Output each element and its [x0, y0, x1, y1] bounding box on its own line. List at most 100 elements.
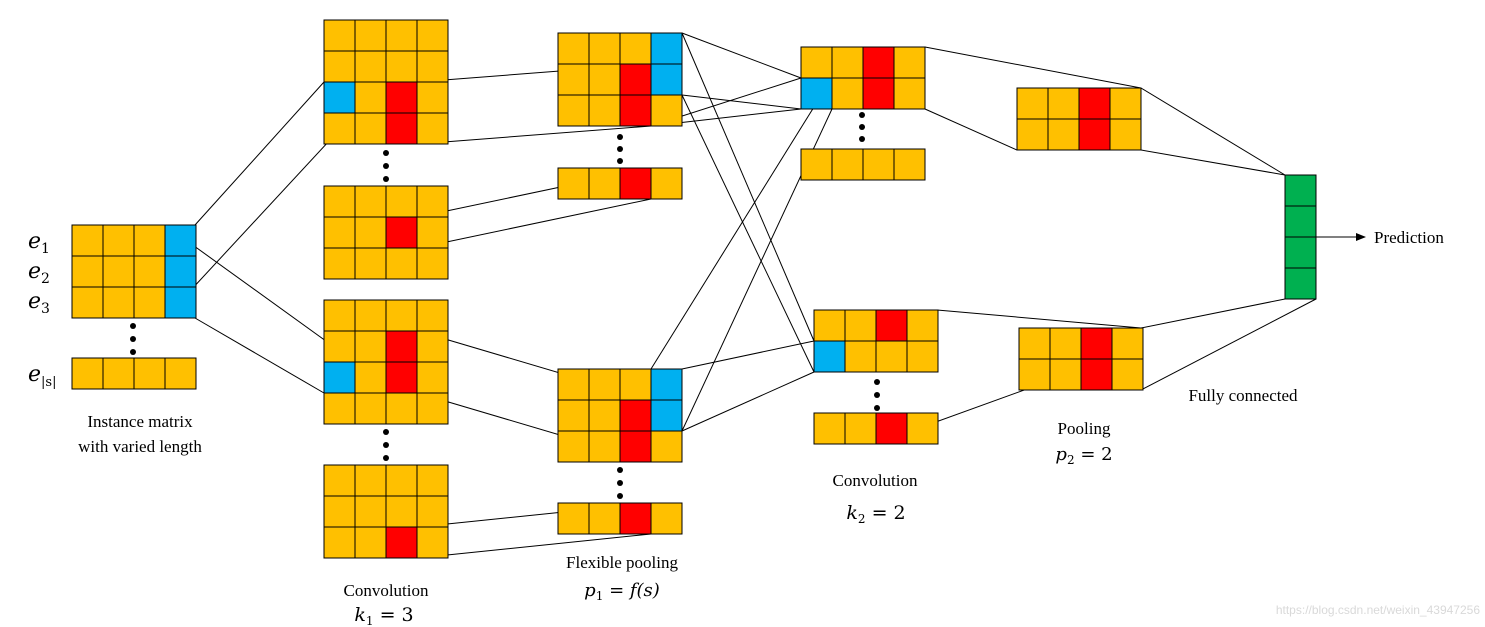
feature-map-grids [71, 19, 1317, 559]
cell [650, 430, 683, 463]
cell [354, 112, 387, 145]
flex-bottom-dot [617, 480, 623, 486]
cell [893, 46, 926, 79]
cell [385, 247, 418, 280]
cell [862, 46, 895, 79]
cell [354, 216, 387, 249]
flex-pool-bottom-map [557, 368, 683, 463]
cell [385, 50, 418, 83]
cell [875, 412, 908, 445]
cell [164, 255, 197, 288]
cell [650, 94, 683, 127]
cell [133, 224, 166, 257]
cell [862, 148, 895, 181]
conv1-top-tail [323, 185, 449, 280]
cell [1018, 358, 1051, 391]
cell [385, 330, 418, 363]
conv2-bottom-map [813, 309, 939, 373]
conv2-top-map [800, 46, 926, 110]
cell [71, 357, 104, 390]
cell [354, 185, 387, 218]
cell [323, 81, 356, 114]
cell [1018, 327, 1051, 360]
cell [323, 216, 356, 249]
cell [354, 361, 387, 394]
cell [1109, 87, 1142, 120]
conv1-bottom-tail [323, 464, 449, 559]
cell [102, 255, 135, 288]
cell [588, 63, 621, 96]
cell [619, 502, 652, 535]
connector-line [681, 371, 815, 432]
flex-pool-top-tail [557, 167, 683, 200]
cell [557, 167, 590, 200]
conv2-bottom-tail [813, 412, 939, 445]
cell [133, 286, 166, 319]
connector-line [650, 77, 833, 370]
cell [323, 185, 356, 218]
cell [354, 392, 387, 425]
ellipsis-dots [130, 112, 880, 499]
connector-line [681, 340, 815, 370]
cell [71, 286, 104, 319]
cell [1284, 236, 1317, 269]
cell [385, 495, 418, 528]
cell [323, 464, 356, 497]
cell [588, 502, 621, 535]
flex-top-dot [617, 158, 623, 164]
flex-pool-top-map [557, 32, 683, 127]
cell [1016, 118, 1049, 151]
cell [844, 412, 877, 445]
cell [354, 330, 387, 363]
conv2-bottom-dot [874, 379, 880, 385]
cell [385, 19, 418, 52]
cell [875, 309, 908, 342]
cell [416, 185, 449, 218]
conv2-bottom-dot [874, 405, 880, 411]
connector-line [924, 46, 1142, 89]
cell [416, 50, 449, 83]
conv1-param: k1 = 3 [354, 604, 413, 627]
cell [588, 167, 621, 200]
cell [354, 81, 387, 114]
cell [1080, 327, 1113, 360]
conv1-top-dot [383, 163, 389, 169]
cell [831, 46, 864, 79]
flex-bottom-dot [617, 493, 623, 499]
cell [800, 46, 833, 79]
flex-bottom-dot [617, 467, 623, 473]
conv1-bottom-dot [383, 429, 389, 435]
connector-line [417, 125, 652, 145]
cell [619, 399, 652, 432]
cell [323, 526, 356, 559]
connector-line [1140, 298, 1286, 329]
connector-line [1140, 149, 1286, 176]
cell [906, 412, 939, 445]
connector-line [164, 224, 356, 363]
cell [875, 340, 908, 373]
conv2-param: k2 = 2 [846, 502, 905, 526]
cell [416, 361, 449, 394]
conv1-caption: Convolution [343, 581, 429, 600]
connector-line [1140, 298, 1317, 391]
cell [1047, 87, 1080, 120]
pooling2-bottom-map [1018, 327, 1144, 391]
pooling2-caption: Pooling [1058, 419, 1111, 438]
row-label-e1: e1 [28, 229, 50, 257]
cell [1049, 327, 1082, 360]
cell [416, 299, 449, 332]
cell [385, 299, 418, 332]
row-label-es: e|s| [28, 362, 56, 390]
cell [354, 495, 387, 528]
instance-caption-line1: Instance matrix [87, 412, 193, 431]
cell [71, 255, 104, 288]
cell [1284, 205, 1317, 238]
flex-pooling-caption: Flexible pooling [566, 553, 678, 572]
cell [844, 340, 877, 373]
cell [323, 495, 356, 528]
cell [354, 299, 387, 332]
cell [354, 526, 387, 559]
cell [416, 330, 449, 363]
cell [557, 399, 590, 432]
